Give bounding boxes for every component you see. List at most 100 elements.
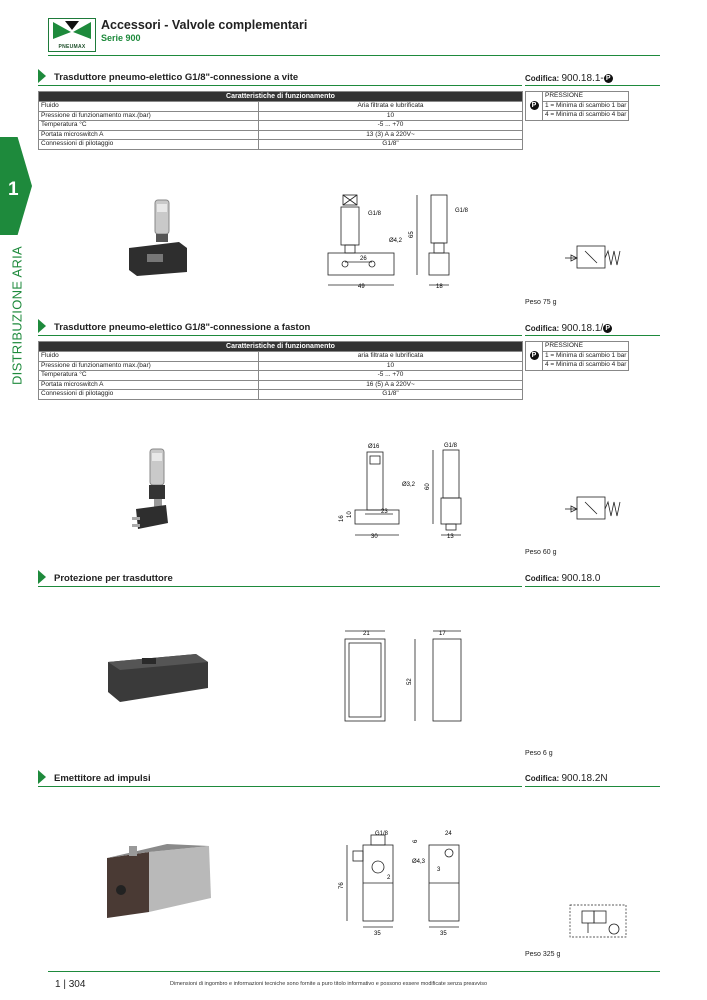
brand-logo: PNEUMAX [48, 18, 96, 52]
spec-table-header: Caratteristiche di funzionamento [38, 341, 523, 352]
pressure-option: 1 = Minima di scambio 1 bar [541, 350, 630, 361]
dim-label: 2 [387, 875, 391, 881]
spec-label: Temperatura °C [38, 120, 259, 131]
dim-label: Ø3,2 [402, 482, 416, 488]
pneumatic-symbol-icon [569, 904, 627, 938]
section-divider [38, 786, 522, 787]
weight-label: Peso 60 g [525, 549, 557, 556]
pressure-table: P PRESSIONE 1 = Minima di scambio 1 bar … [525, 341, 630, 371]
dim-label: G1/8 [375, 831, 389, 837]
technical-drawing: G1/8 G1/8 Ø4,2 26 49 18 65 [327, 194, 469, 290]
dim-label: 23 [381, 509, 388, 515]
dim-label: 10 [347, 511, 353, 518]
code-label: Codifica: [525, 324, 560, 333]
pressure-header: PRESSIONE [541, 341, 630, 352]
section-arrow-icon [38, 319, 46, 333]
spec-value: aria filtrata e lubrificata [258, 351, 523, 362]
spec-value: -5 ... +70 [258, 120, 523, 131]
code-value: 900.18.2N [561, 773, 608, 784]
logo-text: PNEUMAX [58, 44, 86, 50]
spec-label: Pressione di funzionamento max.(bar) [38, 110, 259, 121]
dim-label: 24 [445, 831, 452, 837]
dim-label: G1/8 [368, 211, 382, 217]
spec-label: Temperatura °C [38, 370, 259, 381]
table-row: Temperatura °C-5 ... +70 [38, 120, 523, 131]
pressure-header: PRESSIONE [541, 91, 630, 102]
table-row: Temperatura °C-5 ... +70 [38, 370, 523, 381]
page-subtitle: Serie 900 [101, 33, 141, 43]
spec-label: Connessioni di pilotaggio [38, 139, 259, 150]
pressure-table: P PRESSIONE 1 = Minima di scambio 1 bar … [525, 91, 630, 121]
dim-label: 18 [436, 284, 443, 290]
code-value: 900.18.1/ [561, 323, 604, 334]
spec-value: -5 ... +70 [258, 370, 523, 381]
pressure-option: 1 = Minima di scambio 1 bar [541, 100, 630, 111]
chapter-number: 1 [8, 179, 19, 200]
table-row: Pressione di funzionamento max.(bar)10 [38, 360, 523, 371]
logo-mark-icon [53, 21, 91, 39]
product-photo [107, 844, 211, 918]
dim-label: Ø16 [368, 444, 380, 450]
spec-label: Portata microswitch A [38, 129, 259, 140]
dim-label: 49 [358, 284, 365, 290]
dim-label: 60 [425, 483, 431, 490]
dim-label: 16 [339, 515, 345, 522]
code-label: Codifica: [525, 774, 560, 783]
technical-drawing: G1/8 24 6 Ø4,3 2 3 76 35 35 [339, 831, 460, 937]
product-code: Codifica: 900.18.2N [525, 773, 608, 784]
product-photo [132, 448, 168, 529]
product-code: Codifica: 900.18.1/P [525, 323, 613, 334]
dim-label: 35 [440, 931, 447, 937]
pressure-badge-icon: P [529, 351, 539, 361]
dim-label: 65 [409, 231, 415, 238]
pressure-option: 4 = Minima di scambio 4 bar [541, 110, 630, 121]
section-arrow-icon [38, 69, 46, 83]
dim-label: 3 [437, 867, 441, 873]
section-title: Trasduttore pneumo-elettico G1/8"-connes… [54, 322, 311, 333]
dim-label: G1/8 [455, 208, 469, 214]
page-title: Accessori - Valvole complementari [101, 18, 308, 32]
product-code: Codifica: 900.18.1-P [525, 73, 613, 84]
dim-label: 13 [447, 534, 454, 540]
code-divider [525, 586, 660, 587]
spec-value: G1/8" [258, 139, 523, 150]
table-row: Pressione di funzionamento max.(bar)10 [38, 110, 523, 121]
code-value: 900.18.0 [561, 573, 601, 584]
spec-value: G1/8" [258, 389, 523, 400]
pressure-key: P [525, 91, 543, 121]
code-label: Codifica: [525, 74, 560, 83]
pressure-key: P [525, 341, 543, 371]
pressure-badge-icon: P [603, 74, 613, 84]
dim-label: 35 [374, 931, 381, 937]
header-divider [48, 55, 660, 56]
spec-table-header: Caratteristiche di funzionamento [38, 91, 523, 102]
pressure-badge-icon: P [603, 324, 613, 334]
product-photo [108, 654, 208, 702]
dim-label: Ø4,2 [389, 238, 403, 244]
weight-label: Peso 6 g [525, 750, 553, 757]
pressure-badge-icon: P [529, 101, 539, 111]
dim-label: 17 [439, 631, 446, 637]
dim-label: 6 [413, 839, 419, 843]
footer-divider [48, 971, 660, 972]
spec-value: 13 (3) A a 220V~ [258, 129, 523, 140]
code-divider [525, 786, 660, 787]
spec-value: 10 [258, 360, 523, 371]
code-divider [525, 335, 660, 336]
weight-label: Peso 325 g [525, 951, 561, 958]
spec-label: Connessioni di pilotaggio [38, 389, 259, 400]
spec-label: Portata microswitch A [38, 379, 259, 390]
dim-label: G1/8 [444, 443, 458, 449]
dim-label: 52 [407, 678, 413, 685]
spec-value: 16 (5) A a 220V~ [258, 379, 523, 390]
dim-label: Ø4,3 [412, 859, 426, 865]
section-divider [38, 586, 522, 587]
code-divider [525, 85, 660, 86]
